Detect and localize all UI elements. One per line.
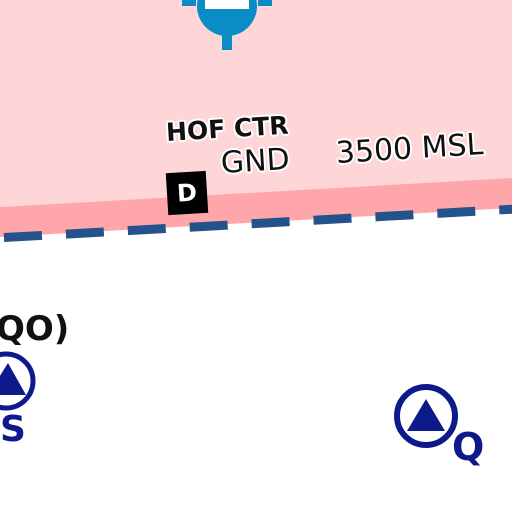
navaid-suffix-label: S xyxy=(0,409,26,450)
navaid-suffix-label: Q xyxy=(452,425,485,469)
ctr-boundary-band xyxy=(0,178,512,237)
ctr-boundary-line xyxy=(0,204,512,243)
aerodrome-symbol-icon[interactable] xyxy=(182,0,272,50)
airspace-class-badge: D xyxy=(165,170,209,216)
navaid-name-label: QO) xyxy=(0,309,70,349)
ctr-area xyxy=(0,0,512,207)
navaid-triangle-icon[interactable] xyxy=(394,384,458,448)
ctr-lower-limit-label: GND xyxy=(219,141,291,181)
navaid-triangle-icon[interactable] xyxy=(0,351,36,411)
